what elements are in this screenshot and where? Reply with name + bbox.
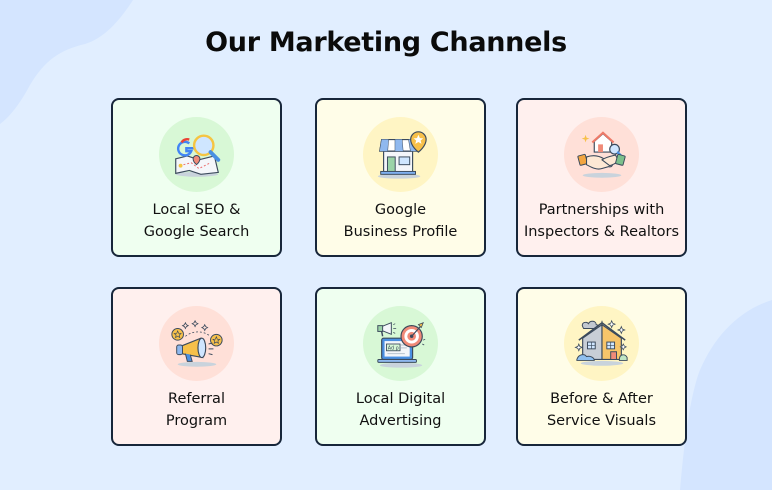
icon-circle [564,306,639,381]
channel-label: Referral Program [165,391,228,429]
handshake-house-icon [576,130,626,178]
channel-label: Before & After Service Visuals [546,391,657,429]
svg-text:Ad ρ: Ad ρ [387,345,398,351]
channel-card-google-business-profile[interactable]: Google Business Profile [315,98,486,257]
channel-label: Google Business Profile [343,202,458,240]
before-after-house-icon [573,319,628,366]
channel-card-partnerships[interactable]: Partnerships with Inspectors & Realtors [516,98,687,257]
channel-label: Local SEO & Google Search [143,202,250,240]
channel-label: Partnerships with Inspectors & Realtors [523,202,680,240]
channel-card-before-after-visuals[interactable]: Before & After Service Visuals [516,287,687,446]
storefront-pin-icon [377,130,427,179]
icon-circle [363,117,438,192]
channel-label: Local Digital Advertising [355,391,446,429]
channel-card-local-seo[interactable]: Local SEO & Google Search [111,98,282,257]
laptop-ad-target-icon: Ad ρ [376,321,425,368]
icon-circle [564,117,639,192]
channel-card-local-digital-advertising[interactable]: Ad ρ Local Digital Advertising [315,287,486,446]
megaphone-stars-icon [170,319,223,367]
map-magnifier-icon [174,133,220,177]
channel-card-referral-program[interactable]: Referral Program [111,287,282,446]
page-title: Our Marketing Channels [205,27,567,58]
icon-circle: Ad ρ [363,306,438,381]
icon-circle [159,117,234,192]
background-blob-bottom-right [680,300,772,490]
icon-circle [159,306,234,381]
